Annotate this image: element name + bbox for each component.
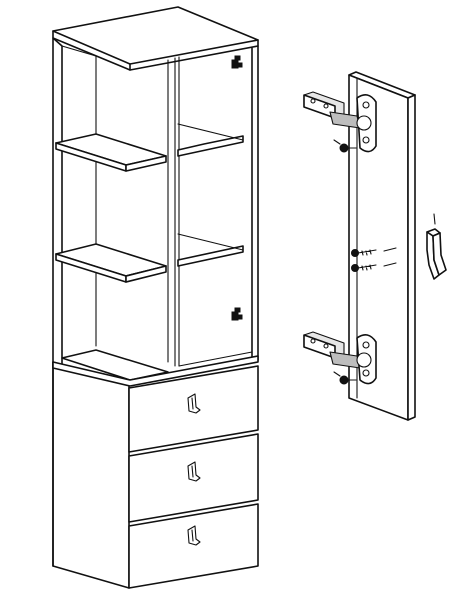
cam-lock-icon <box>231 55 243 69</box>
handle-icon <box>187 461 201 482</box>
handle-icon <box>187 525 201 546</box>
hinge-icon <box>303 91 377 153</box>
screw-icon <box>351 247 397 257</box>
hinge-icon <box>303 331 377 385</box>
screw-icon <box>333 371 357 385</box>
cabinet-base-side <box>52 361 130 589</box>
shelf-right-lower <box>177 233 244 267</box>
shelf-left-lower <box>55 243 167 283</box>
handle-icon <box>187 393 201 414</box>
cabinet-middle-panel <box>61 349 169 381</box>
shelf-right-upper <box>177 123 244 157</box>
handle-icon <box>426 213 447 280</box>
cabinet-top-panel <box>52 6 259 65</box>
screw-icon <box>333 139 357 153</box>
drawer-middle <box>128 433 259 523</box>
cabinet <box>52 6 259 589</box>
screw-icon <box>351 262 397 272</box>
shelf-left-upper <box>55 133 167 172</box>
drawer-top <box>128 365 259 453</box>
drawer-bottom <box>128 503 259 589</box>
cabinet-left-side <box>52 37 63 369</box>
door-panel-icon <box>348 71 416 421</box>
cam-lock-icon <box>231 307 243 321</box>
